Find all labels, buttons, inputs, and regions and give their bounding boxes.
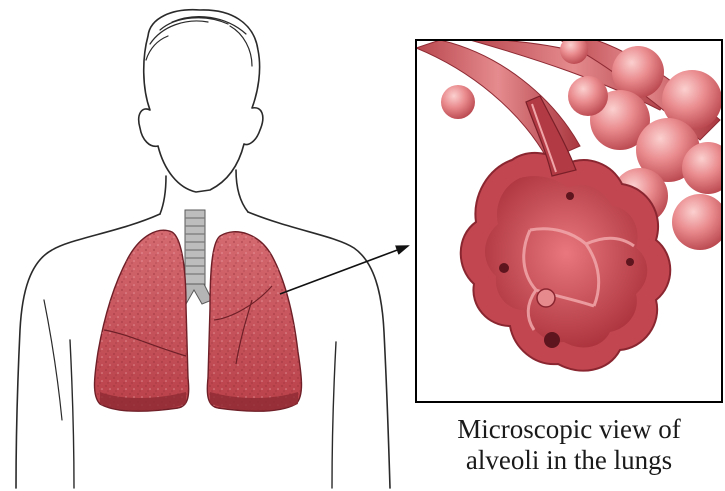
inset-caption: Microscopic view of alveoli in the lungs bbox=[414, 414, 724, 476]
right-lung bbox=[207, 232, 301, 412]
caption-line-1: Microscopic view of bbox=[414, 414, 724, 445]
arrow-icon bbox=[280, 246, 408, 294]
head-outline bbox=[139, 10, 263, 192]
left-lung bbox=[95, 230, 189, 411]
caption-line-2: alveoli in the lungs bbox=[414, 445, 724, 476]
microscopic-inset bbox=[416, 36, 725, 402]
